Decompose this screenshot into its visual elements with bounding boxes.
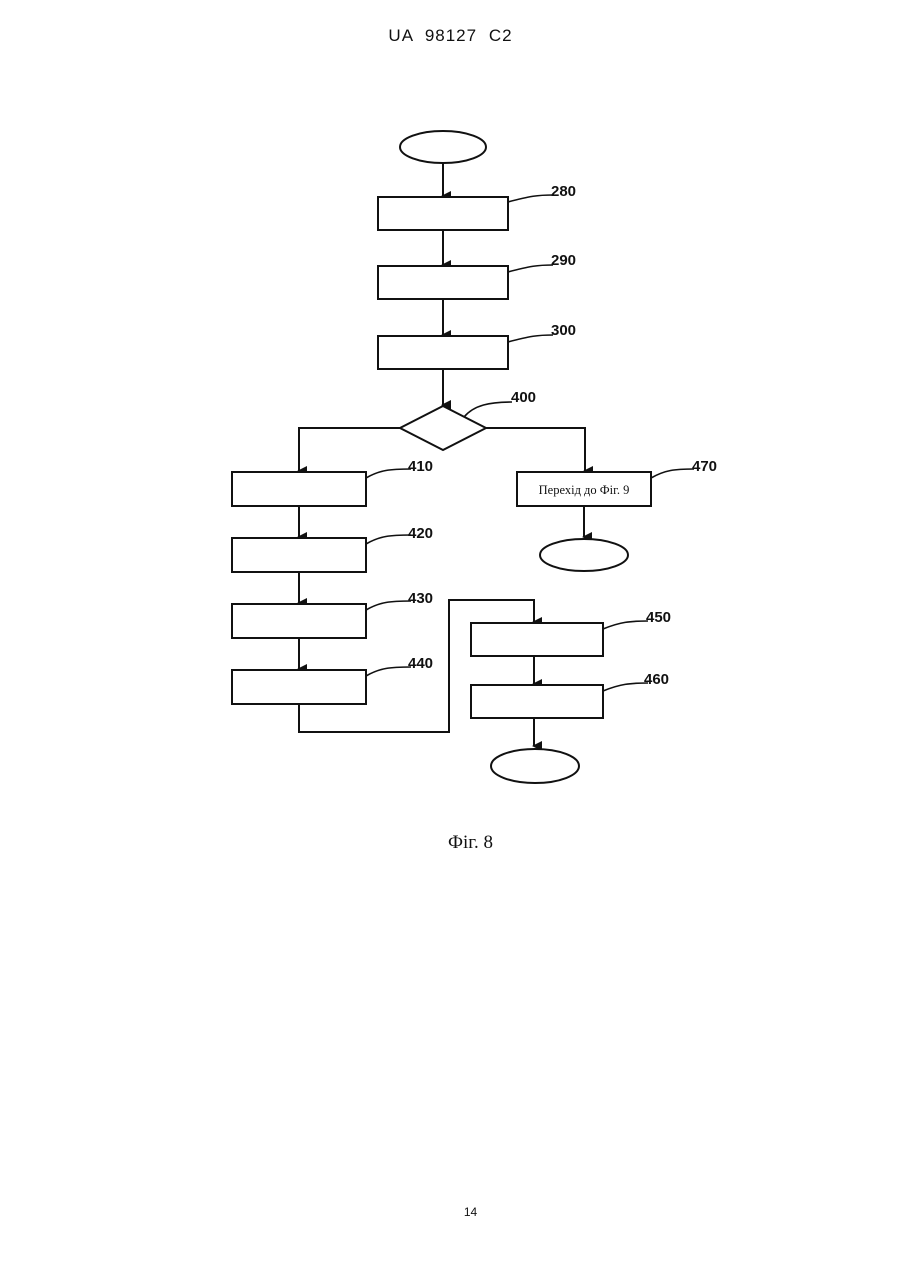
- process-box-410: [232, 472, 366, 506]
- end-terminal-right: [540, 539, 628, 571]
- process-box-290: [378, 266, 508, 299]
- leader-440: [366, 667, 411, 676]
- leader-450: [603, 621, 648, 629]
- process-box-460: [471, 685, 603, 718]
- leader-280: [508, 195, 553, 202]
- leader-430: [366, 601, 411, 610]
- connector-400-to-410: [299, 428, 400, 471]
- end-terminal-lower: [491, 749, 579, 783]
- leader-410: [366, 469, 411, 478]
- ref-label-460: 460: [644, 671, 669, 688]
- leader-460: [603, 683, 648, 691]
- ref-label-410: 410: [408, 458, 433, 475]
- process-box-450: [471, 623, 603, 656]
- ref-label-300: 300: [551, 322, 576, 339]
- start-terminal: [400, 131, 486, 163]
- leader-300: [508, 335, 553, 342]
- process-box-430: [232, 604, 366, 638]
- leader-400: [464, 402, 512, 417]
- process-box-280: [378, 197, 508, 230]
- decision-diamond-400: [400, 406, 486, 450]
- connector-400-to-470: [486, 428, 585, 471]
- box-470-text: Перехід до Фіг. 9: [539, 483, 630, 497]
- page-number: 14: [0, 1205, 901, 1219]
- ref-label-450: 450: [646, 609, 671, 626]
- process-box-300: [378, 336, 508, 369]
- leader-470: [651, 469, 694, 478]
- ref-label-470: 470: [692, 458, 717, 475]
- ref-label-280: 280: [551, 183, 576, 200]
- ref-label-400: 400: [511, 389, 536, 406]
- process-box-440: [232, 670, 366, 704]
- figure-caption: Фіг. 8: [0, 832, 901, 854]
- leader-290: [508, 265, 553, 272]
- process-box-420: [232, 538, 366, 572]
- leader-420: [366, 535, 411, 544]
- ref-label-440: 440: [408, 655, 433, 672]
- ref-label-430: 430: [408, 590, 433, 607]
- ref-label-290: 290: [551, 252, 576, 269]
- ref-label-420: 420: [408, 525, 433, 542]
